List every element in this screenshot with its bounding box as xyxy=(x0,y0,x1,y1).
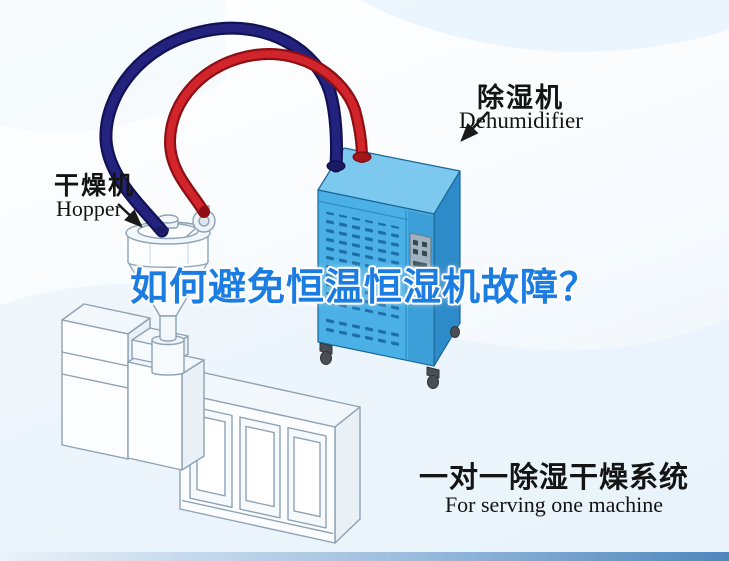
extruder-illustration xyxy=(61,303,361,544)
bottom-accent-bar xyxy=(0,552,729,561)
hopper-pointer-arrow xyxy=(117,203,143,228)
dehumidifier-label-en: Dehumidifier xyxy=(459,108,583,133)
hopper-illustration xyxy=(125,205,216,342)
dryer-label-en: Hopper xyxy=(56,196,122,221)
dehumidifier-casters xyxy=(319,326,460,389)
dryer-label-zh: 干燥机 xyxy=(54,172,136,200)
pipes xyxy=(99,21,368,238)
dehumidifier-label-zh: 除湿机 xyxy=(477,83,564,113)
main-title: 如何避免恒温恒湿机故障？ xyxy=(129,267,599,309)
caption-zh: 一对一除湿干燥系统 xyxy=(418,462,689,494)
dehumidifier-pointer-arrow xyxy=(460,111,489,142)
dehumidifier-illustration xyxy=(317,147,461,389)
pointer-arrows xyxy=(117,111,489,228)
dehumidifier-vents-lower xyxy=(326,315,402,352)
dehumidifier-vents-upper xyxy=(326,211,402,320)
pipe-fittings xyxy=(155,151,372,234)
caption-en: For serving one machine xyxy=(444,492,664,517)
